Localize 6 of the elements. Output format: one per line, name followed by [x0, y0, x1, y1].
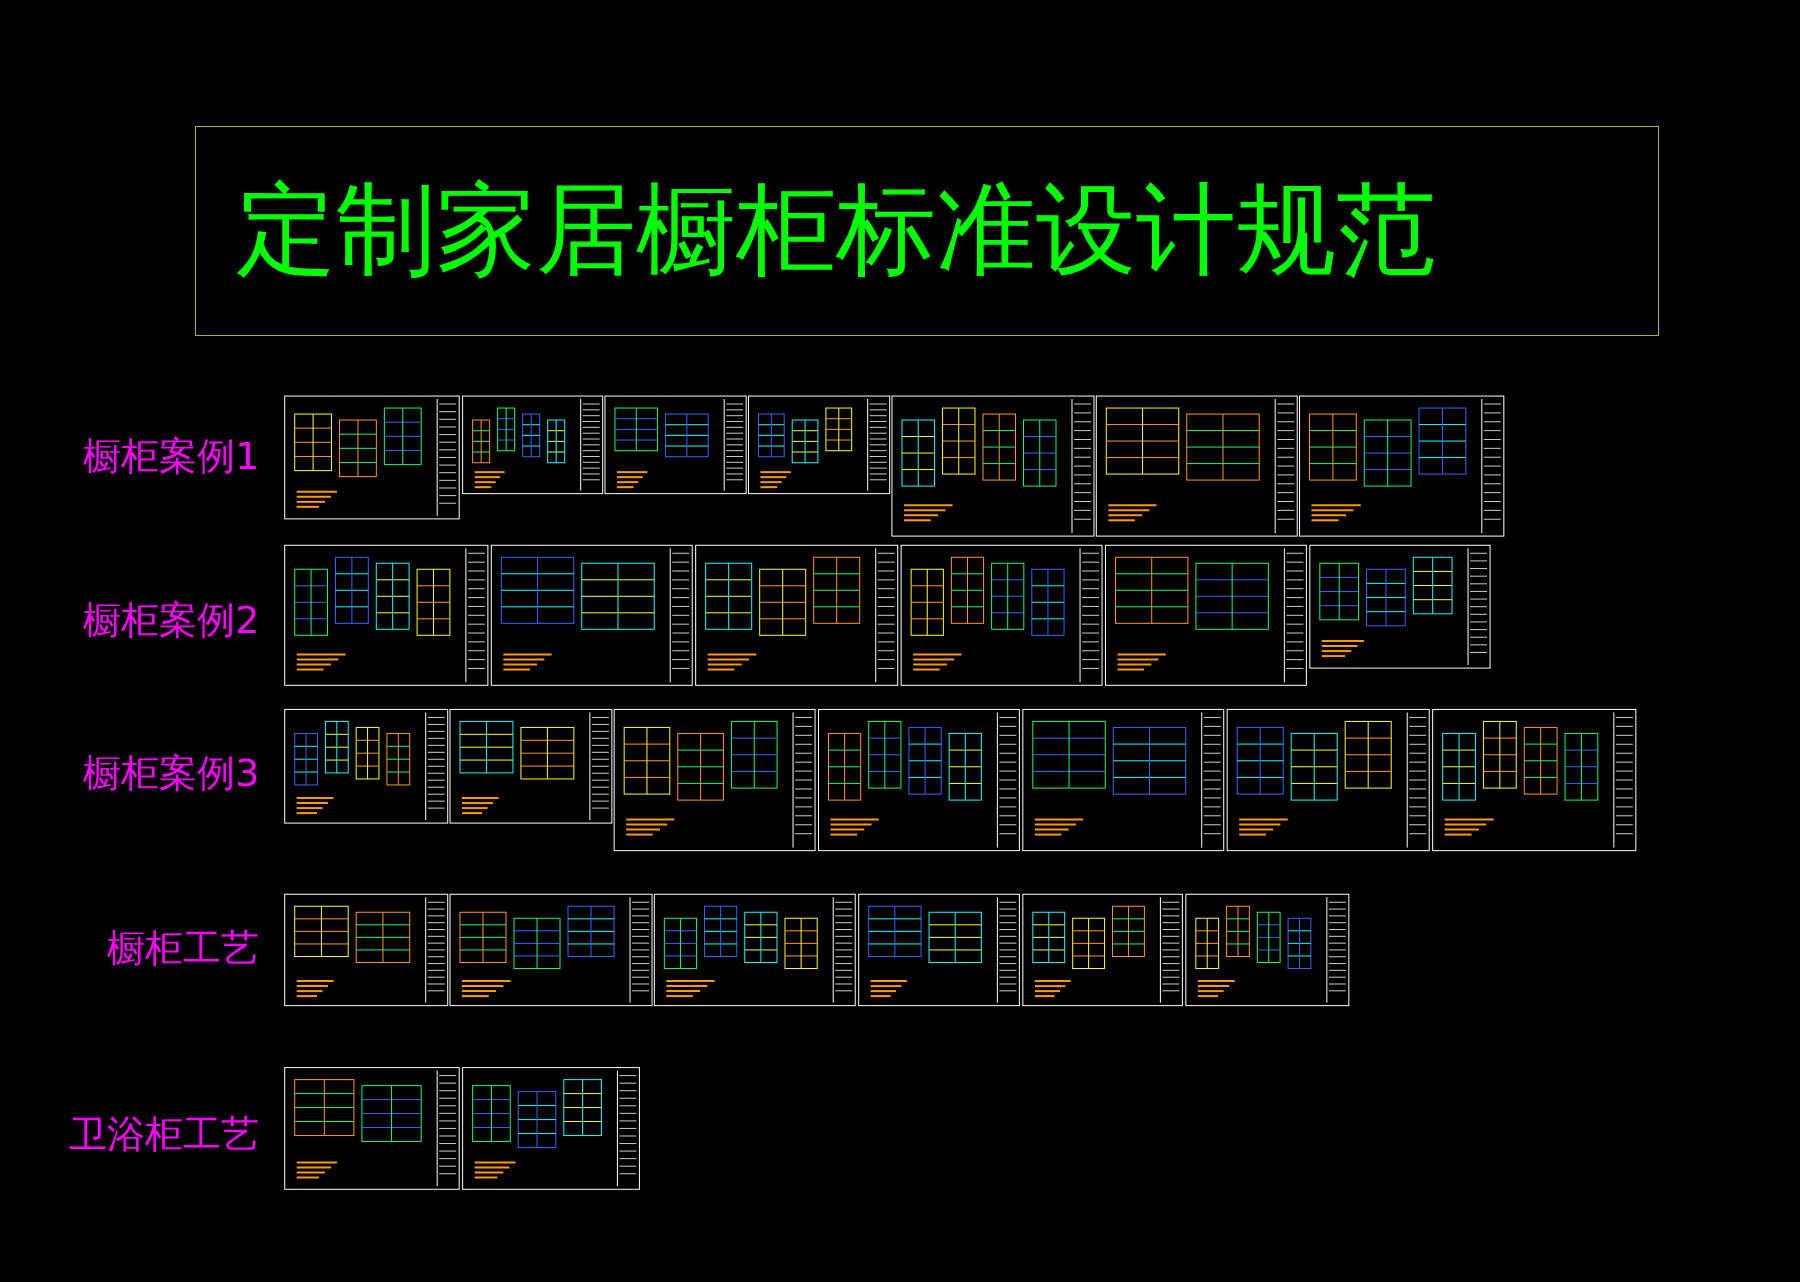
row-label: 卫浴柜工艺 — [69, 1112, 260, 1157]
row-label: 橱柜案例3 — [83, 750, 260, 795]
title: 定制家居橱柜标准设计规范 — [236, 175, 1436, 285]
row-label: 橱柜案例2 — [83, 597, 260, 642]
row-label: 橱柜工艺 — [107, 926, 260, 971]
row-label: 橱柜案例1 — [83, 433, 260, 478]
